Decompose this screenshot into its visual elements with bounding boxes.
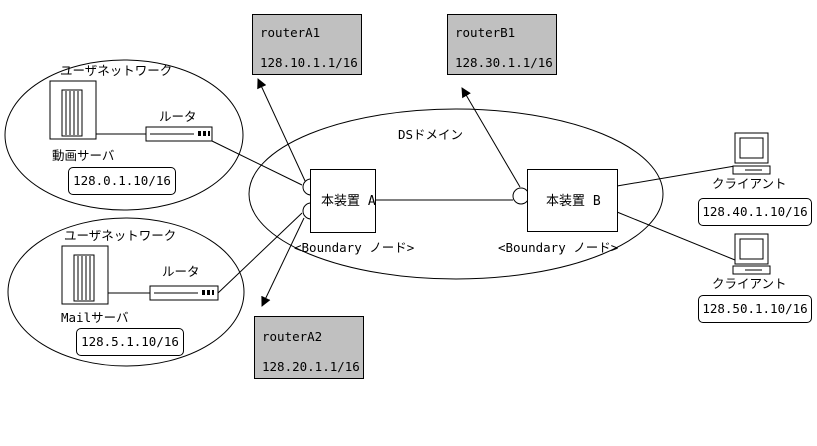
router-a1-name: routerA1 — [260, 25, 321, 40]
video-server-label: 動画サーバ — [52, 148, 115, 163]
client-pc-icon-2 — [732, 233, 771, 275]
mail-server-address: 128.5.1.10/16 — [76, 328, 184, 356]
router-a2-name: routerA2 — [262, 329, 323, 344]
device-b-label: 本装置 B — [546, 194, 601, 209]
device-b-role: <Boundary ノード> — [498, 240, 619, 255]
user-network-ellipse-2 — [7, 217, 245, 367]
client-pc-icon-1 — [732, 132, 771, 175]
device-a-box: 本装置 A — [310, 169, 376, 233]
ds-domain-ellipse — [248, 108, 664, 280]
router-device-icon-1 — [145, 126, 213, 142]
user-network-title-1: ユーザネットワーク — [60, 63, 173, 78]
client-address-1: 128.40.1.10/16 — [698, 198, 812, 226]
device-b-box: 本装置 B — [527, 169, 618, 232]
router-a2-box: routerA2 128.20.1.1/16 — [254, 316, 364, 379]
client-label-1: クライアント — [712, 176, 787, 191]
router-device-icon-2 — [149, 285, 219, 301]
router-b1-box: routerB1 128.30.1.1/16 — [447, 14, 557, 75]
router-a1-box: routerA1 128.10.1.1/16 — [252, 14, 362, 75]
video-server-icon — [49, 80, 97, 140]
router-a2-address: 128.20.1.1/16 — [262, 359, 360, 374]
router-a1-address: 128.10.1.1/16 — [260, 55, 358, 70]
router-b1-name: routerB1 — [455, 25, 516, 40]
ds-domain-title: DSドメイン — [398, 127, 464, 142]
router-label-1: ルータ — [159, 109, 197, 124]
router-b1-address: 128.30.1.1/16 — [455, 55, 553, 70]
client-label-2: クライアント — [712, 276, 787, 291]
video-server-address: 128.0.1.10/16 — [68, 167, 176, 195]
mail-server-label: Mailサーバ — [61, 310, 129, 325]
device-a-role: <Boundary ノード> — [294, 240, 415, 255]
mail-server-icon — [61, 245, 109, 305]
user-network-ellipse-1 — [4, 59, 244, 211]
client-address-2: 128.50.1.10/16 — [698, 295, 812, 323]
user-network-title-2: ユーザネットワーク — [64, 228, 177, 243]
device-a-label: 本装置 A — [321, 194, 376, 209]
router-label-2: ルータ — [162, 264, 200, 279]
